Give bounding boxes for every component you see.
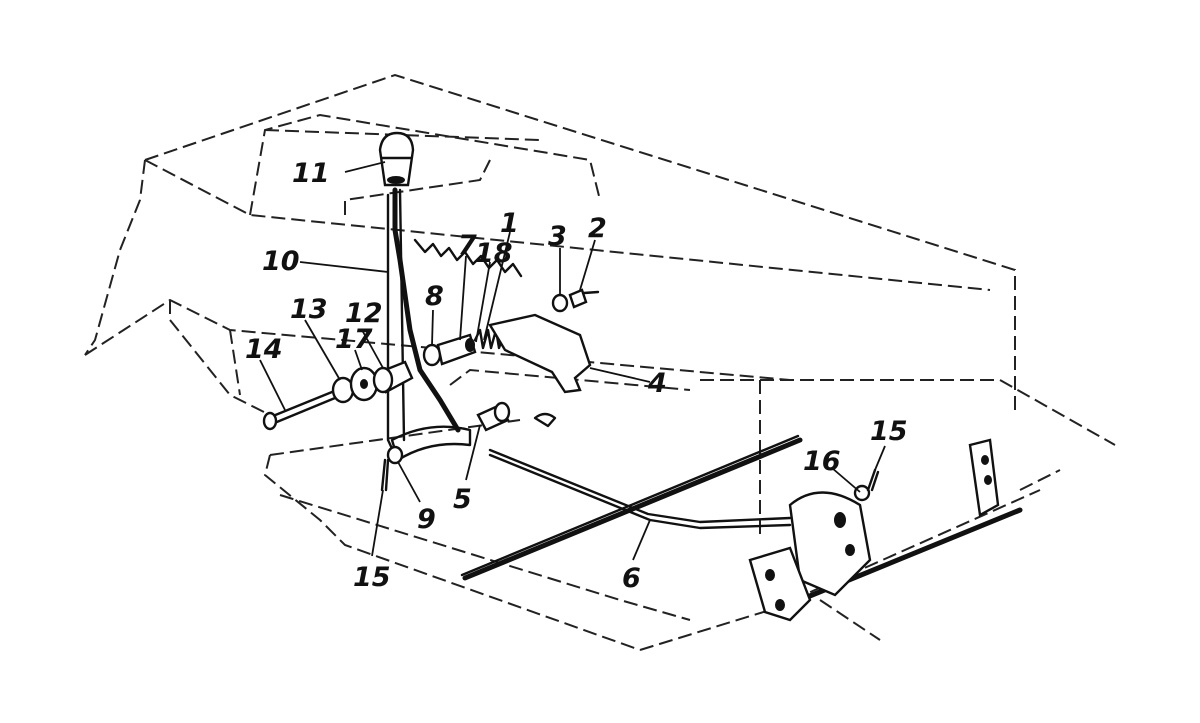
cotter-pins [380,445,880,492]
callout-6: 6 [622,563,641,594]
gear-rack [413,238,523,278]
callout-10: 10 [262,246,300,277]
callout-14: 14 [245,334,283,365]
callout-5: 5 [453,484,472,515]
housing-outline [84,73,1116,651]
rod-assembly [460,434,1023,603]
callout-4: 4 [647,368,667,399]
shift-lever [386,187,472,462]
callout-18: 18 [475,238,513,269]
callout-labels: 11 10 7 18 1 8 3 2 4 12 17 13 14 5 9 15 … [245,158,908,594]
pivot-assembly [262,360,414,431]
callout-15-right: 15 [870,416,908,447]
callout-9: 9 [417,504,436,535]
linkage-plates [748,438,1000,622]
spring-assembly [422,328,506,367]
lever-knob [378,131,415,187]
callout-3: 3 [548,221,567,252]
callout-11: 11 [292,158,330,189]
bracket-plate [488,313,592,394]
callout-16: 16 [803,446,841,477]
callout-8: 8 [425,281,444,312]
callout-15-left: 15 [353,562,391,593]
pin [476,401,557,432]
callout-17: 17 [335,324,373,355]
callout-2: 2 [588,213,607,244]
callout-1: 1 [500,208,519,239]
leader-lines [259,161,886,561]
callout-12: 12 [345,298,383,329]
callout-13: 13 [290,294,328,325]
callout-7: 7 [458,230,477,261]
